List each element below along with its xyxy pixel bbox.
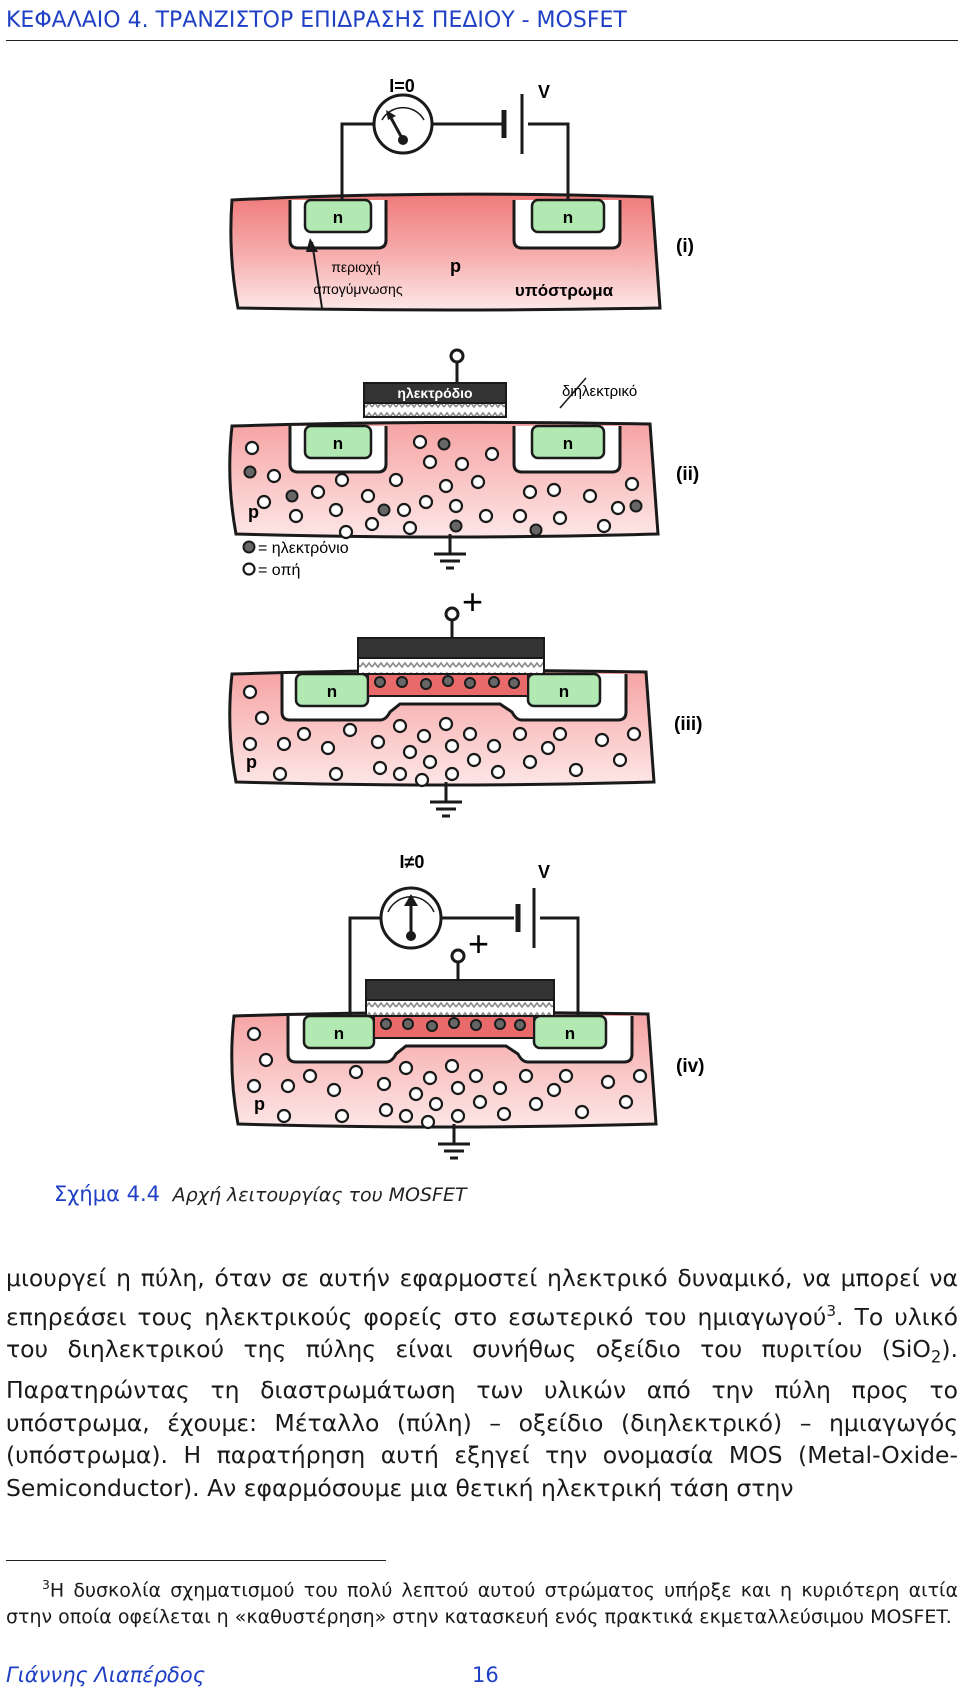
chapter-title: ΚΕΦΑΛΑΙΟ 4. ΤΡΑΝΖΙΣΤΟΡ ΕΠΙΔΡΑΣΗΣ ΠΕΔΙΟΥ …: [6, 8, 627, 33]
panel-ii-electrode-label: ηλεκτρόδιο: [397, 385, 472, 401]
subscript-2: 2: [930, 1347, 942, 1367]
page-footer: Γιάννης Λιαπέρδος 16: [6, 1663, 958, 1687]
panel-i: n n I=0 V περιοχή απογύμνωσης p υπόστρωμ…: [229, 76, 694, 312]
footnote-divider: [6, 1560, 386, 1561]
carrier-legend: = ηλεκτρόνιο = οπή: [242, 540, 349, 579]
panel-ii-dielectric-label: διηλεκτρικό: [562, 383, 637, 400]
panel-i-tag: (i): [676, 236, 694, 257]
panel-iv-meter-label: I≠0: [400, 852, 425, 872]
panel-iv-holes: [246, 1026, 648, 1130]
body-text-part-3: ). Παρατηρώντας τη διαστρωμάτωση των υλι…: [6, 1334, 958, 1502]
body-text-part-1: μιουργεί η πύλη, όταν σε αυτήν εφαρμοστε…: [6, 1264, 958, 1331]
body-text-part-2: . Το υλικό του διηλεκτρικού της πύλης εί…: [6, 1302, 958, 1363]
panel-i-source-label: n: [333, 208, 343, 227]
footnote-reference[interactable]: 3: [826, 1301, 837, 1320]
footer-author: Γιάννης Λιαπέρδος: [6, 1663, 206, 1687]
footnote-mark: 3: [42, 1578, 50, 1592]
chapter-header: ΚΕΦΑΛΑΙΟ 4. ΤΡΑΝΖΙΣΤΟΡ ΕΠΙΔΡΑΣΗΣ ΠΕΔΙΟΥ …: [6, 6, 958, 41]
footnote-text: Η δυσκολία σχηματισμού του πολύ λεπτού α…: [6, 1579, 958, 1629]
panel-i-p-label: p: [450, 256, 461, 276]
panel-iv-plus-sign: +: [468, 923, 489, 964]
page-number: 16: [472, 1663, 499, 1687]
panel-ii-source-label: n: [333, 434, 343, 453]
panel-iv-drain-label: n: [565, 1024, 575, 1043]
panel-i-substrate-label: υπόστρωμα: [515, 281, 614, 300]
legend-hole-label: = οπή: [258, 562, 300, 579]
panel-iv-source-label: n: [334, 1024, 344, 1043]
mosfet-operation-figure: n n I=0 V περιοχή απογύμνωσης p υπόστρωμ…: [228, 76, 705, 1160]
panel-ii-tag: (ii): [676, 464, 699, 485]
caption-number: Σχήμα 4.4: [54, 1182, 160, 1206]
panel-iii-plus-sign: +: [462, 581, 483, 622]
body-paragraph: μιουργεί η πύλη, όταν σε αυτήν εφαρμοστε…: [6, 1262, 958, 1504]
panel-iv-tag: (iv): [676, 1056, 705, 1077]
panel-i-meter-label: I=0: [389, 76, 415, 96]
panel-ii-p-label: p: [248, 502, 259, 522]
panel-iv-voltage-label: V: [538, 862, 550, 882]
panel-i-depletion-label-2: απογύμνωσης: [313, 281, 402, 297]
panel-iii-drain-label: n: [559, 682, 569, 701]
panel-iii-channel-electrons: [374, 675, 520, 690]
panel-i-depletion-label-1: περιοχή: [331, 259, 381, 275]
panel-ii: n n ηλεκτρόδιο διηλεκτρικό p (ii): [228, 348, 699, 579]
panel-iv-channel-electrons: [380, 1017, 526, 1032]
caption-title: Αρχή λειτουργίας του MOSFET: [172, 1184, 467, 1206]
panel-iv: n n + I≠0 V p (iv): [230, 852, 705, 1160]
figure-caption: Σχήμα 4.4 Αρχή λειτουργίας του MOSFET: [54, 1182, 467, 1206]
panel-i-drain-label: n: [563, 208, 573, 227]
panel-i-voltage-label: V: [538, 82, 550, 102]
footnote: 3Η δυσκολία σχηματισμού του πολύ λεπτού …: [6, 1572, 958, 1631]
panel-iii: n n + p (iii): [228, 581, 703, 818]
panel-iv-p-label: p: [254, 1094, 265, 1114]
panel-ii-holes: [244, 434, 640, 540]
panel-iii-p-label: p: [246, 752, 257, 772]
panel-iii-source-label: n: [327, 682, 337, 701]
panel-iii-holes: [242, 684, 642, 788]
legend-electron-label: = ηλεκτρόνιο: [258, 540, 349, 557]
panel-ii-electrons: [243, 437, 643, 537]
panel-iii-tag: (iii): [674, 714, 703, 735]
panel-ii-drain-label: n: [563, 434, 573, 453]
